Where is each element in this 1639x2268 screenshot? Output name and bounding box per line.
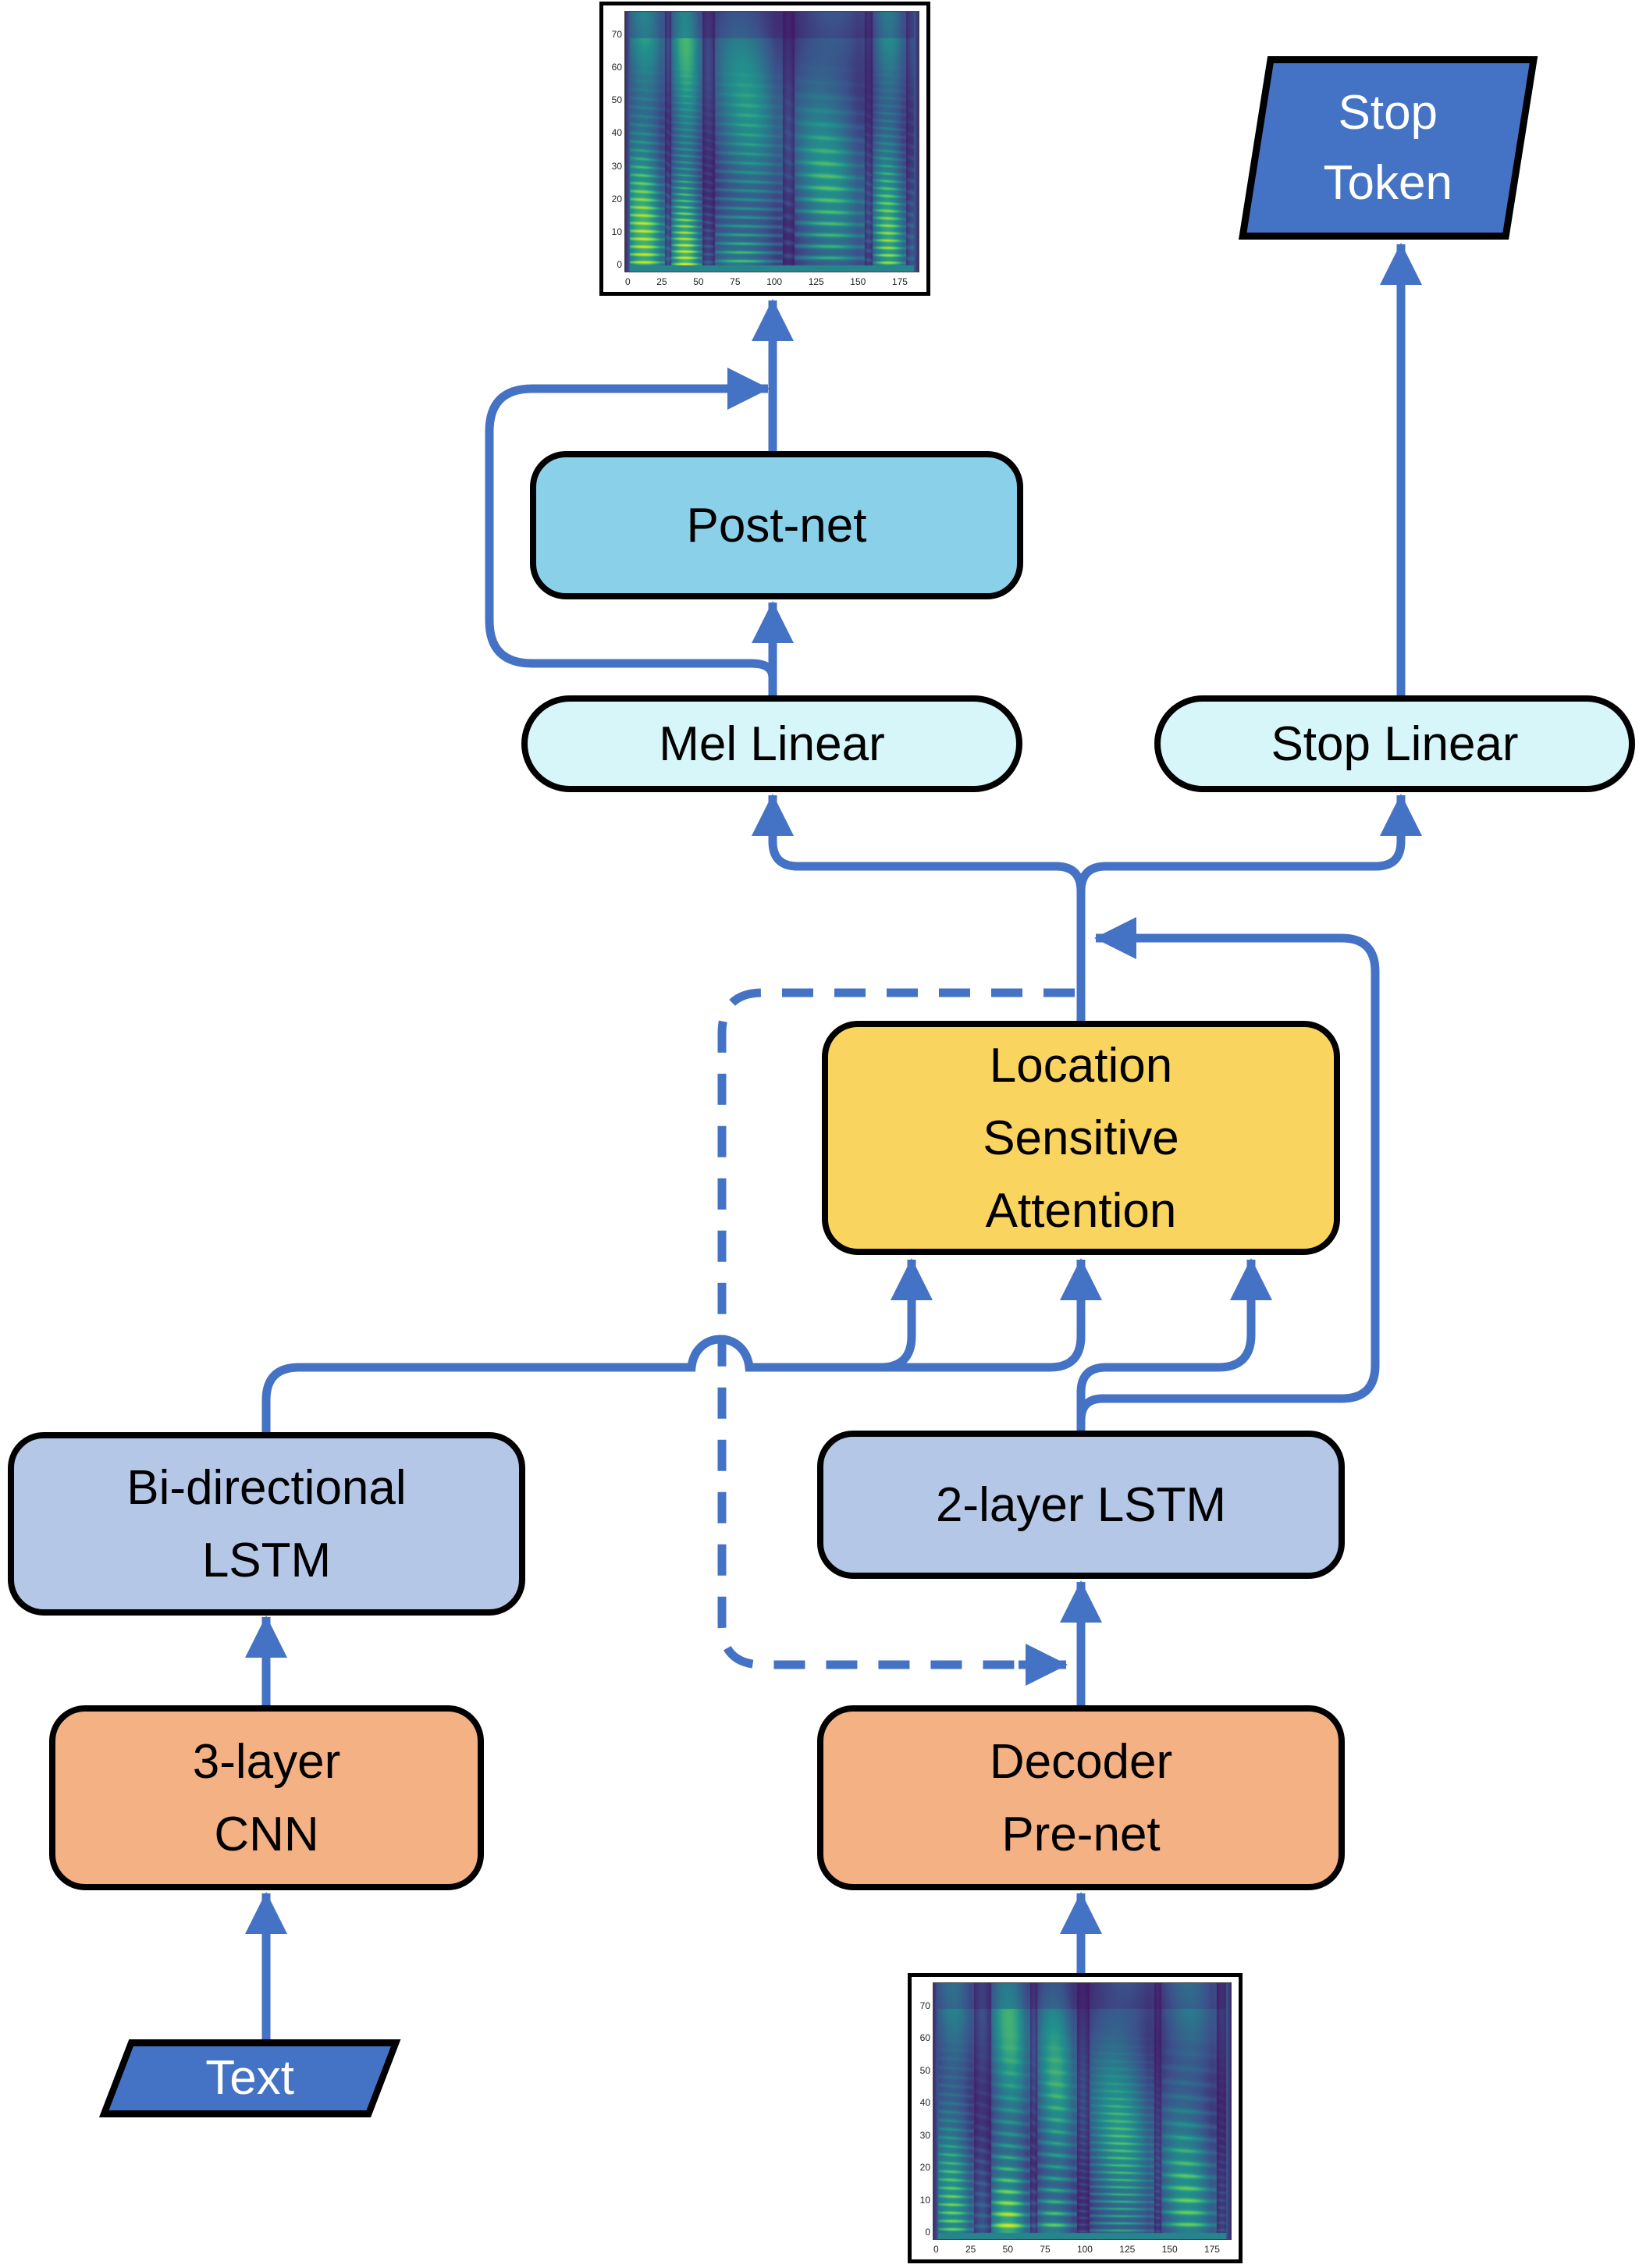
- mel-linear-label: Mel Linear: [659, 716, 885, 771]
- arrow-context-to-stop-linear: [1076, 794, 1422, 892]
- decoder-lstm-label: 2-layer LSTM: [935, 1477, 1227, 1532]
- stop-linear-label: Stop Linear: [1271, 716, 1519, 771]
- arrow-encoder-to-attention: [261, 1258, 1102, 1432]
- mel-linear-node: Mel Linear: [521, 695, 1022, 792]
- stop-linear-node: Stop Linear: [1154, 695, 1635, 792]
- input-mel-spectrogram-image: [933, 1982, 1232, 2240]
- postnet-label: Post-net: [686, 498, 867, 553]
- arrow-context-to-mel-linear: [752, 794, 1086, 892]
- decoder-lstm-node: 2-layer LSTM: [817, 1431, 1345, 1579]
- postnet-node: Post-net: [530, 451, 1023, 599]
- arrow-encoder-to-attention-2: [880, 1258, 933, 1372]
- text-input-node: Text: [99, 2039, 401, 2117]
- output-mel-spectrogram-image: [624, 11, 919, 272]
- text-input-label: Text: [205, 2051, 295, 2106]
- arrow-lstm-query-to-attention: [1076, 1258, 1272, 1420]
